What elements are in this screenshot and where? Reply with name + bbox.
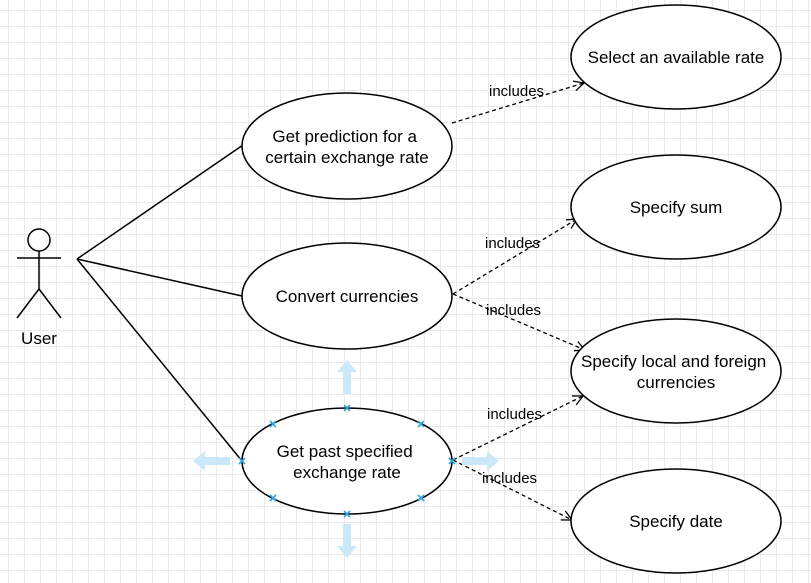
connect-arrows xyxy=(193,360,499,558)
include-label-past-currencies: includes xyxy=(487,406,542,423)
svg-text:Convert currencies: Convert currencies xyxy=(276,287,419,306)
selection-handle[interactable] xyxy=(238,457,246,465)
connect-arrow-up[interactable] xyxy=(337,360,357,394)
svg-text:Get prediction for a cer: Get prediction for a certain exchange ra… xyxy=(265,127,429,167)
svg-text:Select an available rate: Select an available rate xyxy=(588,48,765,67)
use-case-get-prediction[interactable]: Get prediction for a certain exchange ra… xyxy=(241,92,453,200)
actor-left-leg xyxy=(16,288,40,319)
svg-text:Specify date: Specify date xyxy=(629,512,723,531)
actor-user[interactable]: User xyxy=(16,228,62,348)
include-label-past-date: includes xyxy=(482,470,537,487)
actor-label: User xyxy=(21,329,57,348)
actor-right-leg xyxy=(38,288,62,319)
include-label-prediction-select: includes xyxy=(489,83,544,100)
use-case-text-line: Convert currencies xyxy=(276,287,419,306)
connect-arrow-right[interactable] xyxy=(462,451,499,471)
selection-handle[interactable] xyxy=(417,494,425,502)
use-case-specify-sum[interactable]: Specify sum xyxy=(570,154,782,260)
selection-handle[interactable] xyxy=(343,404,351,412)
include-edge-convert-currencies[interactable] xyxy=(452,293,585,350)
selection-handle[interactable] xyxy=(269,494,277,502)
include-edge-past-currencies[interactable] xyxy=(452,396,583,461)
svg-text:Specify sum: Specify sum xyxy=(630,198,723,217)
use-case-specify-currencies[interactable]: Specify local and foreign currencies xyxy=(570,318,782,424)
use-case-text-line: Specify date xyxy=(629,512,723,531)
use-case-text-line: Select an available rate xyxy=(588,48,765,67)
use-case-text-line: certain exchange rate xyxy=(265,148,429,167)
use-case-convert-currencies[interactable]: Convert currencies xyxy=(241,242,453,350)
include-edge-past-date[interactable] xyxy=(452,459,572,520)
selection-handle[interactable] xyxy=(343,510,351,518)
use-case-select-available-rate[interactable]: Select an available rate xyxy=(570,4,782,110)
include-label-convert-currencies: includes xyxy=(486,302,541,319)
use-case-text-line: Get past specified xyxy=(277,442,413,461)
selection-handles xyxy=(238,404,456,518)
include-edge-prediction-select[interactable] xyxy=(451,83,584,124)
use-case-text-line: Specify sum xyxy=(630,198,723,217)
selection-handle[interactable] xyxy=(448,457,456,465)
include-label-convert-sum: includes xyxy=(485,235,540,252)
use-case-text-line: currencies xyxy=(637,373,715,392)
use-case-specify-date[interactable]: Specify date xyxy=(570,468,782,574)
association-line-prediction[interactable] xyxy=(76,144,244,260)
selection-handle[interactable] xyxy=(417,420,425,428)
use-case-text-line: Specify local and foreign xyxy=(581,352,766,371)
actor-head xyxy=(27,228,51,252)
svg-text:Get past specified excha: Get past specified exchange rate xyxy=(277,442,418,482)
connect-arrow-left[interactable] xyxy=(193,451,230,471)
use-case-text-line: exchange rate xyxy=(293,463,401,482)
include-edge-convert-sum[interactable] xyxy=(452,219,577,295)
association-line-past[interactable] xyxy=(76,258,243,462)
connect-arrow-down[interactable] xyxy=(337,524,357,558)
selection-handle[interactable] xyxy=(269,420,277,428)
svg-text:Specify local and foreign: Specify local and foreign currencies xyxy=(581,352,771,392)
association-line-convert[interactable] xyxy=(76,258,243,297)
use-case-text-line: Get prediction for a xyxy=(272,127,417,146)
